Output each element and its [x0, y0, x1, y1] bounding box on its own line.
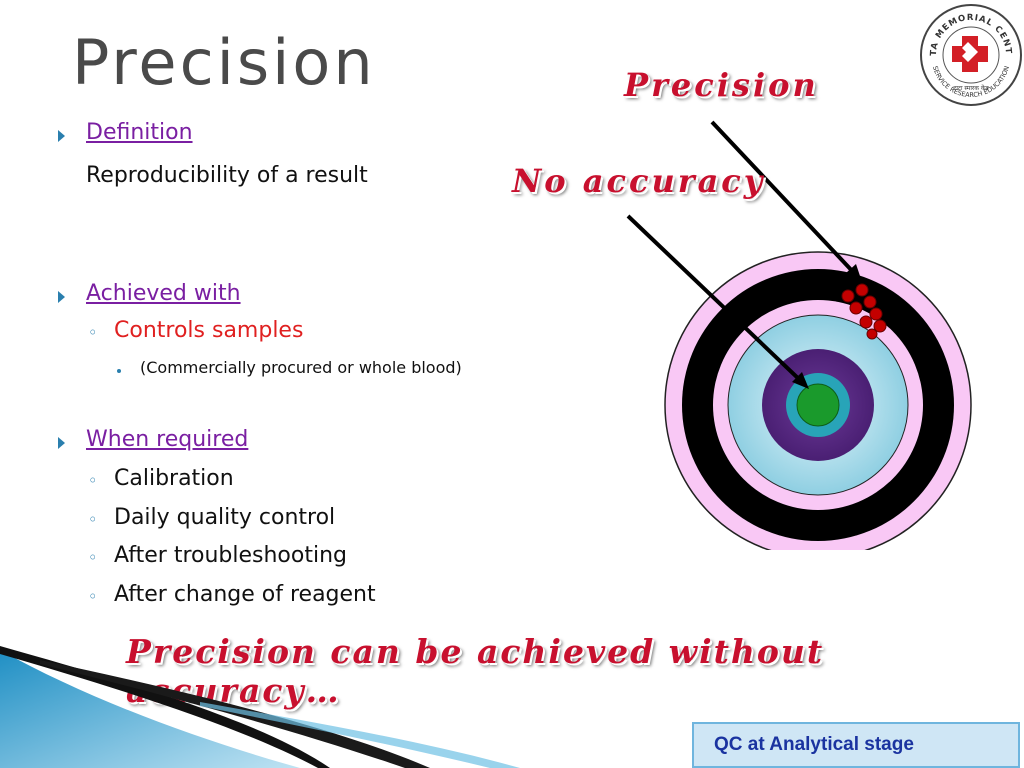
circle-bullet-icon: ◦ — [88, 323, 98, 342]
circle-bullet-icon: ◦ — [88, 510, 98, 529]
dot-bullet-icon — [117, 369, 121, 373]
hit-cluster-icon — [841, 283, 887, 340]
arrow-no-accuracy-icon — [626, 214, 804, 384]
list-item: After troubleshooting — [114, 543, 347, 568]
qc-stage-label: QC at Analytical stage — [714, 734, 914, 755]
definition-text: Reproducibility of a result — [86, 163, 368, 188]
decorative-swoosh — [0, 646, 520, 768]
definition-bold: Reproducibility — [86, 163, 250, 188]
definition-rest: of a result — [249, 163, 368, 188]
list-item: Calibration — [114, 466, 234, 491]
logo-text-hindi: टाटा स्मारक केंद्र — [953, 84, 989, 92]
label-precision: Precision — [624, 66, 819, 104]
bullet-arrow-icon — [58, 291, 65, 303]
slide-title: Precision — [72, 26, 376, 99]
bullet-arrow-icon — [58, 437, 65, 449]
bullet-arrow-icon — [58, 130, 65, 142]
label-no-accuracy: No accuracy — [512, 162, 766, 200]
logo-cross-icon — [952, 36, 988, 72]
heading-definition: Definition — [86, 120, 193, 145]
list-item: Daily quality control — [114, 505, 336, 530]
circle-bullet-icon: ◦ — [88, 471, 98, 490]
target-diagram — [626, 120, 972, 550]
list-item: After change of reagent — [114, 582, 376, 607]
controls-samples: Controls samples — [114, 318, 304, 343]
heading-achieved-with: Achieved with — [86, 281, 241, 306]
controls-samples-note: (Commercially procured or whole blood) — [140, 358, 462, 377]
arrow-precision-icon — [710, 120, 858, 277]
circle-bullet-icon: ◦ — [88, 587, 98, 606]
tata-memorial-logo: TATA MEMORIAL CENTRE SERVICE RESEARCH ED… — [918, 2, 1022, 106]
target-bullseye — [796, 383, 840, 427]
circle-bullet-icon: ◦ — [88, 548, 98, 567]
heading-when-required: When required — [86, 427, 249, 452]
tagline: Precision can be achieved without accura… — [126, 632, 825, 710]
qc-stage-box — [692, 722, 1020, 768]
